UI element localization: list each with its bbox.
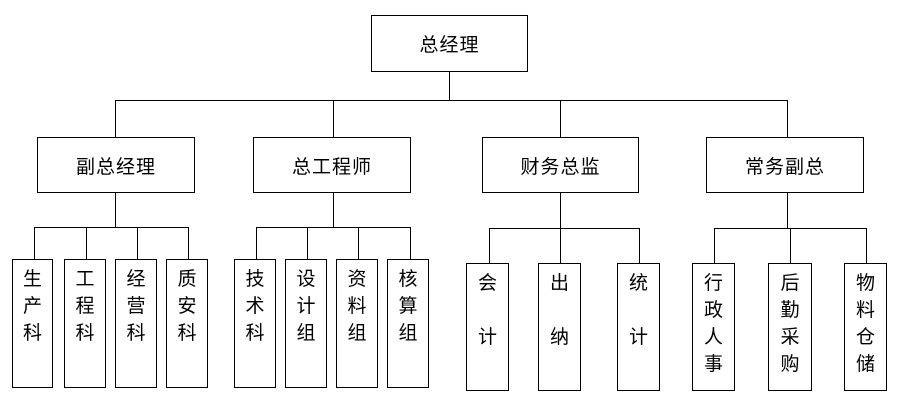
unit-label-char: 会 xyxy=(477,272,497,294)
unit-label-char: 纳 xyxy=(549,326,569,348)
unit-box: 资料组 xyxy=(336,259,378,388)
connector-line xyxy=(560,228,561,264)
unit-label: 质安科 xyxy=(177,268,197,344)
connector-line xyxy=(358,227,359,260)
division-box-2: 总工程师 xyxy=(253,137,411,193)
unit-label: 出纳 xyxy=(550,270,570,370)
unit-label: 设计组 xyxy=(296,268,316,344)
connector-line xyxy=(256,227,257,260)
connector-line xyxy=(333,100,334,138)
division-box-1: 副总经理 xyxy=(37,137,195,193)
connector-line xyxy=(787,193,788,229)
unit-label: 后勤采购 xyxy=(780,272,800,375)
unit-label: 统计 xyxy=(629,270,649,370)
connector-line xyxy=(137,227,138,260)
connector-line xyxy=(560,100,561,138)
unit-label: 会计 xyxy=(478,270,498,370)
unit-label: 核算组 xyxy=(398,268,418,344)
unit-box: 后勤采购 xyxy=(768,263,812,391)
unit-box: 核算组 xyxy=(387,259,429,388)
connector-line xyxy=(333,193,334,228)
connector-line xyxy=(86,227,87,260)
unit-label: 行政人事 xyxy=(703,272,723,375)
connector-line xyxy=(115,100,116,138)
unit-label: 生产科 xyxy=(22,268,42,344)
connector-line xyxy=(34,227,35,260)
division-label: 总工程师 xyxy=(291,155,372,178)
unit-box: 设计组 xyxy=(285,259,327,388)
unit-box: 会计 xyxy=(466,263,509,391)
unit-label-char: 统 xyxy=(628,272,648,294)
unit-box: 质安科 xyxy=(166,259,208,388)
unit-label-char: 计 xyxy=(628,326,648,348)
unit-box: 物料仓储 xyxy=(844,263,887,391)
division-box-4: 常务副总 xyxy=(706,137,864,193)
connector-line xyxy=(714,228,715,264)
connector-line xyxy=(449,72,450,101)
connector-line xyxy=(115,193,116,228)
connector-line xyxy=(489,228,490,264)
connector-line xyxy=(639,228,640,264)
unit-box: 统计 xyxy=(617,263,660,391)
unit-box: 生产科 xyxy=(12,259,53,388)
connector-line xyxy=(787,100,788,138)
unit-label: 工程科 xyxy=(75,268,95,344)
unit-box: 技术科 xyxy=(234,259,276,388)
unit-label: 技术科 xyxy=(245,268,265,344)
unit-box: 工程科 xyxy=(64,259,106,388)
division-label: 常务副总 xyxy=(744,155,825,178)
connector-line xyxy=(115,100,788,101)
unit-box: 出纳 xyxy=(538,263,581,391)
unit-label-char: 出 xyxy=(549,272,569,294)
connector-line xyxy=(790,228,791,264)
unit-box: 行政人事 xyxy=(692,263,735,391)
division-box-3: 财务总监 xyxy=(482,137,639,193)
division-label: 副总经理 xyxy=(75,155,156,178)
connector-line xyxy=(307,227,308,260)
division-label: 财务总监 xyxy=(520,155,601,178)
connector-line xyxy=(256,227,411,228)
connector-line xyxy=(866,228,867,264)
unit-label-char: 计 xyxy=(477,326,497,348)
root-label: 总经理 xyxy=(419,34,480,56)
unit-box: 经营科 xyxy=(115,259,157,388)
unit-label: 经营科 xyxy=(126,268,146,344)
connector-line xyxy=(410,227,411,260)
connector-line xyxy=(489,228,640,229)
unit-label: 资料组 xyxy=(347,268,367,344)
connector-line xyxy=(34,227,189,228)
root-box: 总经理 xyxy=(371,15,528,72)
connector-line xyxy=(188,227,189,260)
connector-line xyxy=(560,193,561,229)
unit-label: 物料仓储 xyxy=(855,272,875,375)
